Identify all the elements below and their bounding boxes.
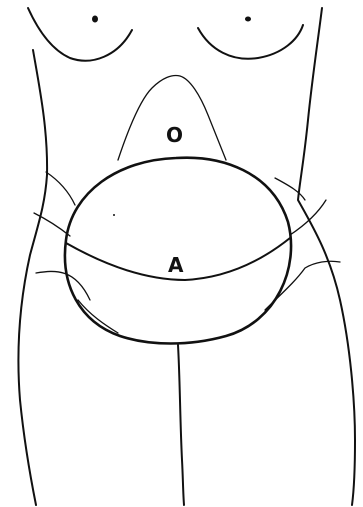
label-upper: O	[166, 123, 183, 147]
upper-abdomen-outline	[118, 76, 226, 161]
left-body-outline	[18, 50, 47, 505]
left-hip-band	[34, 213, 70, 236]
label-lower: A	[168, 253, 184, 277]
left-flank-line	[46, 172, 75, 205]
thigh-divider	[178, 345, 184, 505]
right-body-outline	[298, 8, 355, 505]
right-nipple	[245, 17, 251, 22]
right-breast-curve	[198, 25, 303, 59]
left-nipple	[92, 16, 98, 23]
left-breast-curve	[28, 8, 132, 61]
small-mark	[113, 214, 115, 216]
left-groin-line	[36, 271, 90, 300]
abdominal-oval	[65, 158, 291, 344]
right-groin-line	[265, 261, 340, 310]
left-groin-inner	[78, 300, 118, 333]
